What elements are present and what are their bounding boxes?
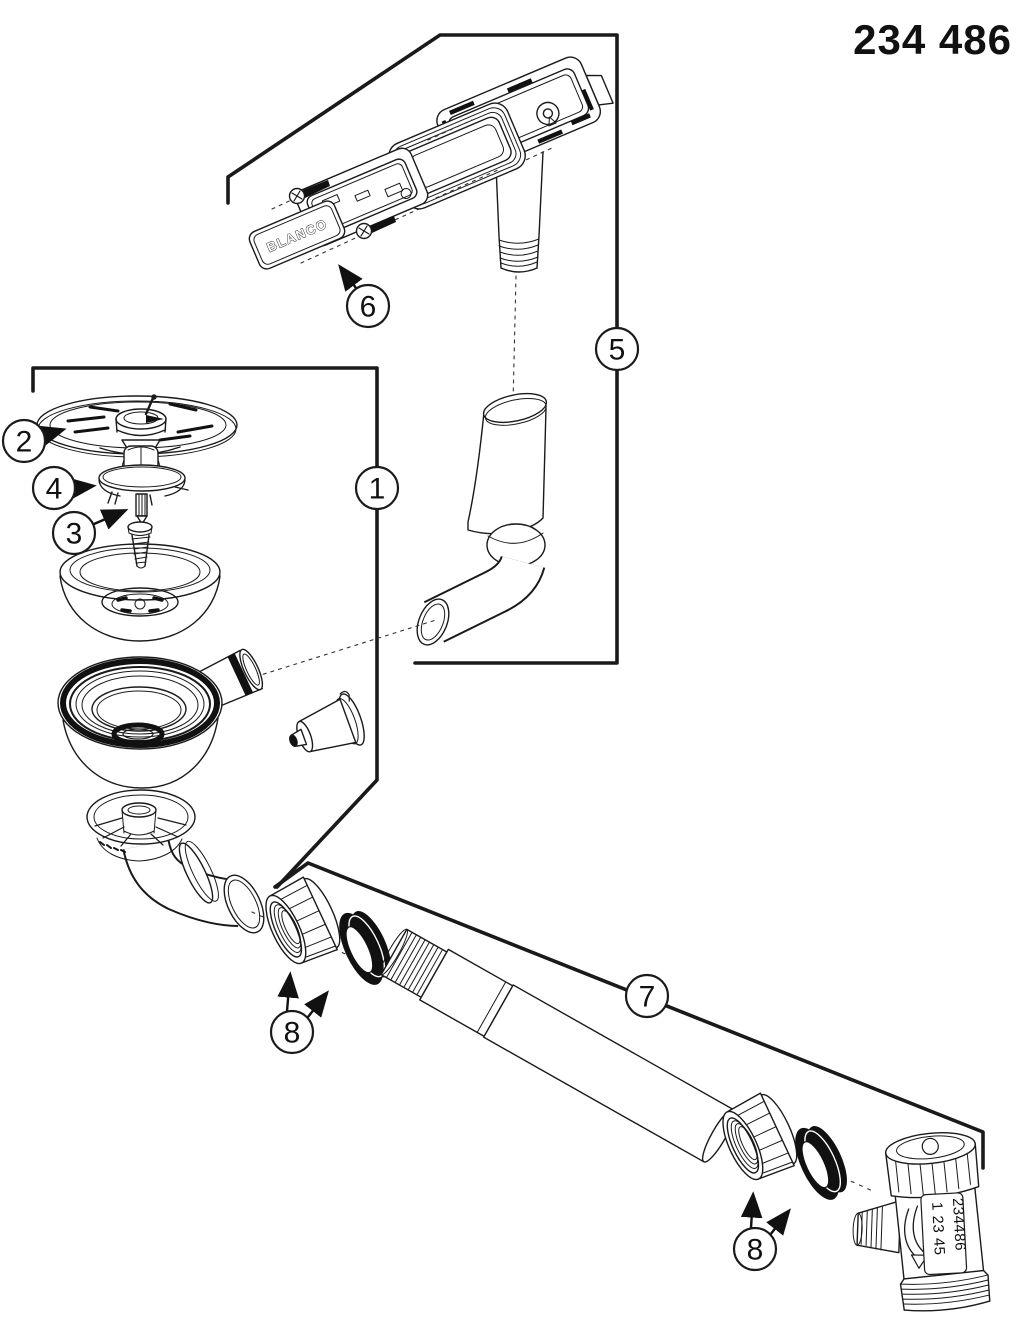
bracket-1	[31, 366, 379, 889]
basket-elbow	[86, 789, 265, 934]
elbow-outlet	[223, 874, 265, 934]
svg-text:2: 2	[16, 426, 33, 459]
svg-text:5: 5	[609, 334, 626, 367]
group-5-overflow-assembly: BLANCO 6	[226, 33, 640, 665]
extension-pipe	[379, 928, 736, 1163]
seal-ring-2	[785, 1117, 858, 1207]
bracket-5	[226, 33, 619, 665]
compression-nut-1	[256, 871, 349, 973]
callout-5: 5	[594, 326, 640, 372]
group-1-strainer-assembly: 2 4 3 1	[1, 366, 437, 934]
threaded-plug	[127, 521, 153, 569]
overflow-duct	[416, 392, 548, 646]
tee-side-outlet	[852, 1199, 902, 1254]
compression-nut-2	[713, 1087, 806, 1189]
overflow-pipe	[495, 151, 544, 273]
strainer-body	[57, 648, 264, 789]
part-number-title: 234 486	[853, 16, 1012, 63]
duct-ball-joint	[486, 523, 546, 567]
group-7-pipe-assembly: 234486 1 23 45 8 7 8	[251, 861, 991, 1312]
callout-8-right: 8	[732, 1191, 791, 1272]
svg-text:8: 8	[284, 1017, 301, 1050]
svg-text:1: 1	[369, 473, 386, 506]
callout-1: 1	[354, 465, 400, 511]
callout-4: 4	[31, 465, 97, 511]
valve-stem	[135, 493, 148, 525]
svg-text:6: 6	[360, 291, 377, 324]
cover-screw-1	[288, 180, 330, 205]
callout-2: 2	[1, 418, 67, 464]
cover-screw-2	[355, 216, 396, 240]
overflow-cover-plate: BLANCO	[248, 200, 346, 270]
strainer-valve-disc	[98, 445, 189, 525]
svg-text:4: 4	[46, 473, 63, 506]
svg-text:7: 7	[639, 981, 656, 1014]
tee-fitting: 234486 1 23 45	[852, 1132, 991, 1312]
strainer-basket	[86, 789, 196, 862]
tee-label: 234486 1 23 45	[920, 1192, 969, 1276]
callout-8-left: 8	[269, 971, 329, 1055]
svg-text:8: 8	[747, 1234, 764, 1267]
svg-text:3: 3	[66, 518, 83, 551]
callout-3: 3	[51, 509, 129, 556]
bracket-7	[273, 861, 985, 1170]
callout-7: 7	[624, 973, 670, 1019]
bypass-plug	[289, 690, 365, 753]
tee-size-code: 1 23 45	[928, 1202, 948, 1256]
callout-6: 6	[338, 264, 391, 329]
duct-elbow-outlet	[416, 598, 450, 646]
tee-part-number: 234486	[949, 1198, 969, 1252]
